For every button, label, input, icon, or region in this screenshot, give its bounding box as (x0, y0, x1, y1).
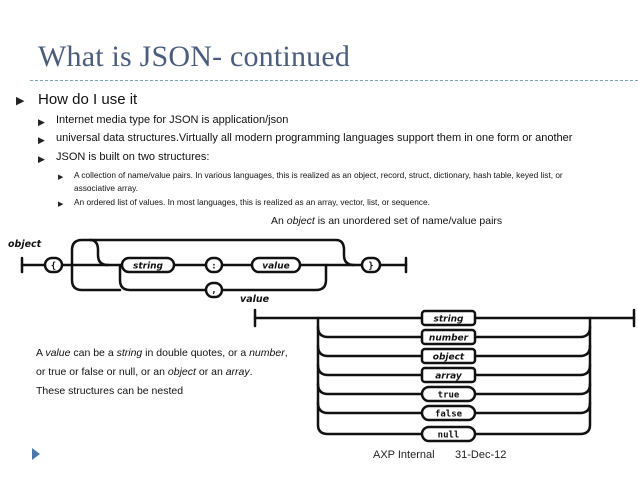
bullet-arrow-icon: ▶ (38, 154, 45, 164)
vd1-e: in double quotes, or a (142, 347, 250, 359)
object-caption-suffix: is an unordered set of name/value pairs (314, 215, 503, 227)
value-option-string: string (433, 315, 464, 325)
vd2-d: array (225, 366, 250, 378)
value-option-array: array (435, 372, 463, 382)
vd1-f: number (249, 347, 285, 359)
vd3-a: These structures can be nested (36, 385, 184, 397)
bullet-arrow-icon: ▶ (38, 117, 45, 127)
bullet-l3-1: A collection of name/value pairs. In var… (74, 170, 563, 193)
vd1-a: A (36, 347, 46, 359)
bullet-arrow-icon: ▶ (58, 174, 64, 181)
object-diagram: object { string : value } , (8, 238, 408, 305)
value-option-null: null (438, 431, 460, 441)
value-option-number: number (429, 334, 469, 344)
close-brace-token: } (368, 262, 373, 272)
bullet-arrow-icon: ▶ (58, 201, 64, 208)
footer-org: AXP Internal (373, 449, 435, 461)
object-caption-prefix: An (271, 215, 287, 227)
vd1-g: , (284, 347, 288, 359)
bullet-l2-1: Internet media type for JSON is applicat… (56, 114, 289, 126)
object-caption-emph: object (286, 215, 315, 227)
bullet-arrow-icon: ▶ (38, 135, 45, 145)
value-option-true: true (438, 391, 460, 401)
bullet-l3-2: An ordered list of values. In most langu… (74, 197, 430, 207)
string-token: string (133, 262, 164, 272)
bullet-main: How do I use it (38, 91, 138, 108)
comma-token: , (211, 286, 216, 296)
vd1-d: string (116, 347, 143, 359)
open-brace-token: { (51, 262, 56, 272)
bullet-l2-3: JSON is built on two structures: (56, 151, 210, 163)
value-description-line-1: A value can be a string in double quotes… (36, 347, 288, 359)
footer-marker-icon (32, 448, 40, 460)
slide-title: What is JSON- continued (38, 40, 351, 73)
value-token: value (262, 262, 290, 272)
bullet-l2-2: universal data structures.Virtually all … (56, 132, 573, 144)
colon-token: : (211, 262, 216, 272)
value-description-line-3: These structures can be nested (36, 385, 183, 397)
vd2-c: or an (195, 366, 226, 378)
vd2-b: object (167, 366, 196, 378)
bullet-arrow-icon: ▶ (16, 95, 25, 107)
vd2-a: or true or false or null, or an (36, 366, 168, 378)
footer-date: 31-Dec-12 (455, 449, 507, 461)
title-divider (30, 80, 638, 81)
value-diagram: string number object array true false nu… (253, 308, 636, 443)
vd1-c: can be a (70, 347, 117, 359)
vd2-e: . (249, 366, 253, 378)
value-option-object: object (433, 353, 465, 363)
value-option-false: false (435, 410, 463, 420)
object-diagram-label: object (8, 239, 42, 250)
object-caption: An object is an unordered set of name/va… (271, 215, 502, 227)
value-diagram-label: value (240, 294, 270, 305)
value-description-line-2: or true or false or null, or an object o… (36, 366, 253, 378)
vd1-b: value (45, 347, 71, 359)
